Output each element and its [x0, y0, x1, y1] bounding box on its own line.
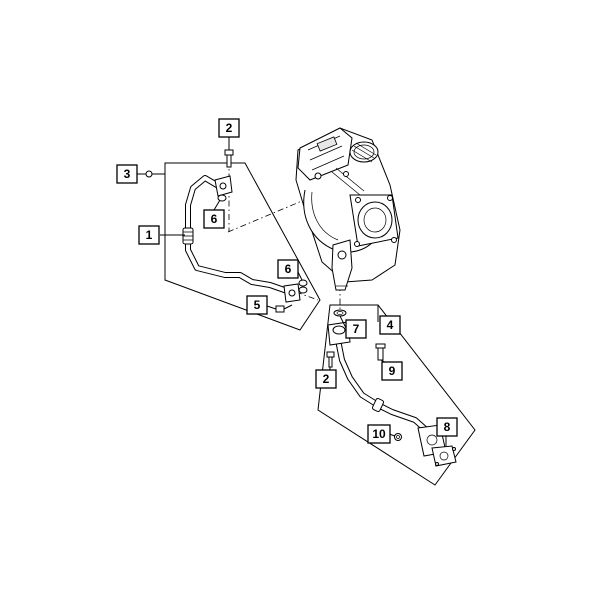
callout-3[interactable]: 3 — [116, 164, 138, 184]
screw-3 — [145, 170, 165, 178]
leader-5 — [266, 305, 277, 310]
callout-6-lower[interactable]: 6 — [277, 259, 299, 279]
nut-10 — [394, 433, 402, 441]
washer-6-upper — [217, 194, 227, 202]
callout-label-1: 1 — [146, 228, 153, 242]
callout-label-2-lower: 2 — [323, 372, 330, 386]
callout-5[interactable]: 5 — [246, 295, 268, 315]
o-ring-7 — [333, 309, 347, 317]
oil-return-line — [327, 321, 447, 457]
callout-6-upper[interactable]: 6 — [203, 209, 225, 229]
turbocharger — [295, 127, 401, 291]
leader-6a — [213, 199, 221, 211]
callout-4[interactable]: 4 — [379, 315, 401, 335]
callout-1[interactable]: 1 — [138, 225, 160, 245]
stud-9 — [375, 343, 386, 361]
bolt-5 — [275, 304, 293, 313]
oil-feed-line — [182, 175, 301, 303]
bolt-2-lower — [326, 351, 335, 368]
callout-8[interactable]: 8 — [436, 417, 458, 437]
callout-label-6-upper: 6 — [211, 212, 218, 226]
bolt-2-upper — [224, 149, 234, 168]
callout-label-3: 3 — [124, 167, 131, 181]
group-outline-1 — [164, 162, 321, 331]
callout-label-5: 5 — [254, 298, 261, 312]
callout-2-lower[interactable]: 2 — [315, 369, 337, 389]
gasket-8 — [431, 445, 457, 467]
callout-label-2-upper: 2 — [226, 121, 233, 135]
callout-7[interactable]: 7 — [345, 319, 367, 339]
callout-label-4: 4 — [387, 318, 394, 332]
washer-6-lower — [298, 279, 308, 294]
callout-10[interactable]: 10 — [367, 424, 391, 444]
callout-label-7: 7 — [353, 322, 360, 336]
callout-label-10: 10 — [372, 427, 386, 441]
callout-label-6-lower: 6 — [285, 262, 292, 276]
callout-label-8: 8 — [444, 420, 451, 434]
callout-label-9: 9 — [389, 364, 396, 378]
callout-9[interactable]: 9 — [381, 361, 403, 381]
callout-2-upper[interactable]: 2 — [218, 118, 240, 138]
